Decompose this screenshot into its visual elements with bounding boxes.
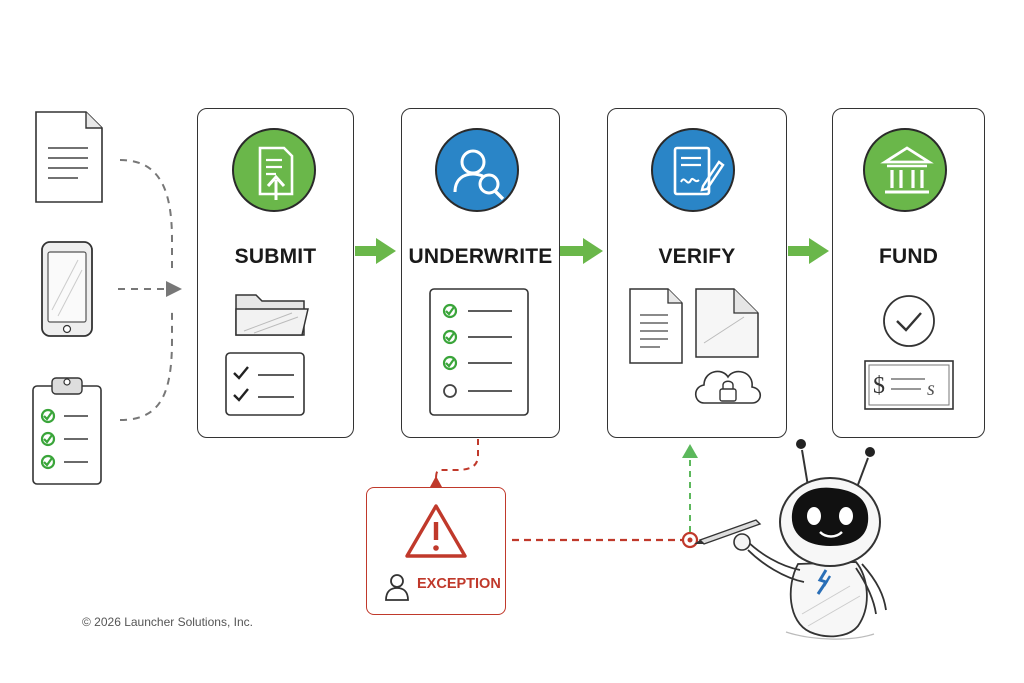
input-connector-clipboard (119, 310, 173, 421)
document-icon (35, 111, 103, 203)
bank-icon (863, 128, 947, 212)
stage-fund: FUND $ s (832, 108, 985, 438)
flow-arrow-1 (355, 238, 396, 264)
user-search-icon (435, 128, 519, 212)
svg-text:s: s (927, 378, 935, 400)
stage-title-verify: VERIFY (658, 245, 736, 268)
mobile-phone-icon (41, 241, 93, 337)
svg-text:$: $ (873, 373, 885, 399)
warning-icon (405, 504, 467, 558)
checklist-card-icon (225, 352, 305, 416)
resolution-arrowhead (682, 444, 698, 458)
input-connector-document (119, 159, 173, 268)
copyright-text: © 2026 Launcher Solutions, Inc. (82, 615, 253, 629)
input-arrowhead (166, 281, 182, 297)
check-payment-icon: $ s (864, 360, 954, 410)
underwrite-checklist-icon (429, 288, 529, 416)
exception-card: EXCEPTION (366, 487, 506, 615)
flow-arrow-2 (560, 238, 603, 264)
stage-title-underwrite: UNDERWRITE (408, 245, 553, 268)
exception-arrowhead (430, 476, 442, 487)
robot-assistant-icon (694, 439, 887, 640)
exception-label: EXCEPTION (417, 576, 501, 592)
stage-title-fund: FUND (878, 245, 939, 268)
signed-document-icon (651, 128, 735, 212)
person-icon (385, 574, 409, 601)
clipboard-checklist-icon (32, 377, 102, 485)
stage-title-submit: SUBMIT (234, 245, 317, 268)
approved-check-icon (883, 295, 935, 347)
document-upload-icon (232, 128, 316, 212)
stage-underwrite: UNDERWRITE (401, 108, 560, 438)
verify-document-icon (629, 288, 683, 364)
folder-icon (235, 294, 309, 336)
stage-submit: SUBMIT (197, 108, 354, 438)
secure-cloud-document-icon (694, 288, 762, 404)
exception-connector (435, 428, 479, 481)
flow-arrow-3 (788, 238, 829, 264)
stage-verify: VERIFY (607, 108, 787, 438)
